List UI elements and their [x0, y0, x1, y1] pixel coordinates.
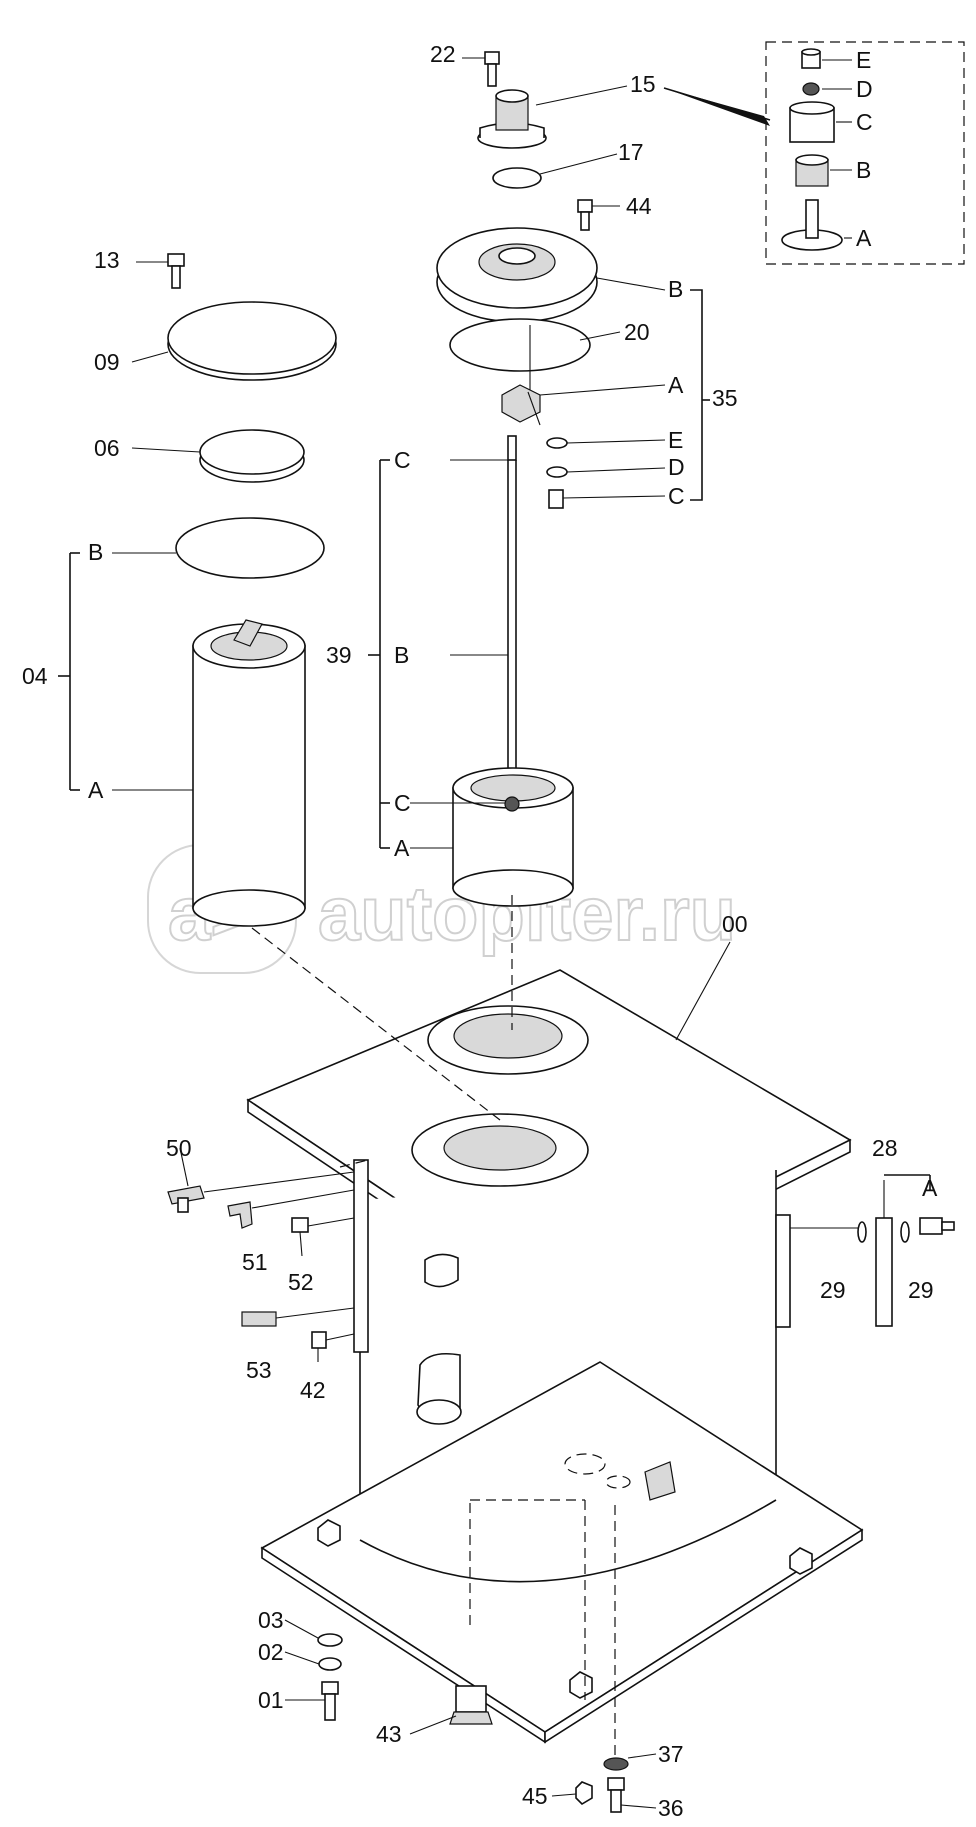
- part-39a-strainer: [410, 767, 574, 907]
- detail-pointer: [664, 88, 770, 126]
- bracket-04: [58, 552, 193, 791]
- label-43: 43: [376, 1721, 402, 1747]
- label-35-a: A: [668, 372, 684, 398]
- part-22-bolt: [462, 51, 500, 87]
- label-15-d: D: [856, 76, 873, 102]
- part-06-ring: [131, 429, 305, 483]
- label-17: 17: [618, 139, 644, 165]
- label-35-e: E: [668, 427, 683, 453]
- label-35-c: C: [668, 483, 685, 509]
- label-42: 42: [300, 1377, 326, 1403]
- part-35b-cover: [436, 227, 666, 323]
- label-15-a: A: [856, 225, 872, 251]
- part-00-tank: [246, 895, 864, 1760]
- label-03: 03: [258, 1607, 284, 1633]
- part-04b-gasket: [175, 517, 325, 579]
- label-20: 20: [624, 319, 650, 345]
- label-50: 50: [166, 1135, 192, 1161]
- label-13: 13: [94, 247, 120, 273]
- label-15-e: E: [856, 47, 871, 73]
- label-15-c: C: [856, 109, 873, 135]
- part-44-bolt: [577, 199, 620, 231]
- bracket-35: [690, 289, 710, 501]
- label-36: 36: [658, 1795, 684, 1821]
- label-44: 44: [626, 193, 652, 219]
- detail-15-inset: [663, 41, 965, 265]
- part-15-breather: [477, 85, 628, 149]
- part-04a-filter: [192, 619, 306, 927]
- label-39: 39: [326, 642, 352, 668]
- label-45: 45: [522, 1783, 548, 1809]
- label-29-right: 29: [908, 1277, 934, 1303]
- label-28: 28: [872, 1135, 898, 1161]
- part-35a-bracket: [501, 325, 666, 509]
- label-06: 06: [94, 435, 120, 461]
- label-15-b: B: [856, 157, 871, 183]
- label-39-c-bottom: C: [394, 790, 411, 816]
- label-39-a: A: [394, 835, 410, 861]
- label-02: 02: [258, 1639, 284, 1665]
- bracket-39: [368, 459, 390, 849]
- label-35-b: B: [668, 276, 683, 302]
- label-01: 01: [258, 1687, 284, 1713]
- part-17-gasket: [492, 153, 618, 189]
- parts-01-03: [284, 1619, 343, 1721]
- label-51: 51: [242, 1249, 268, 1275]
- part-29-rings: [790, 1221, 910, 1243]
- label-04: 04: [22, 663, 48, 689]
- label-29-left: 29: [820, 1277, 846, 1303]
- label-15: 15: [630, 71, 656, 97]
- label-04-a: A: [88, 777, 104, 803]
- label-22: 22: [430, 41, 456, 67]
- label-35-d: D: [668, 454, 685, 480]
- parts-36-37-45: [551, 1753, 657, 1813]
- label-04-b: B: [88, 539, 103, 565]
- label-53: 53: [246, 1357, 272, 1383]
- part-labels: 22 15 17 44 13 09 06 B 04 A B 20 A 35 E …: [22, 41, 938, 1821]
- side-fittings: [167, 1147, 369, 1362]
- part-20-gasket: [449, 318, 621, 372]
- part-13-bolt: [136, 253, 185, 289]
- label-39-b: B: [394, 642, 409, 668]
- part-39-rod: [450, 435, 517, 800]
- label-35: 35: [712, 385, 738, 411]
- label-00: 00: [722, 911, 748, 937]
- part-43-plug: [409, 1685, 493, 1735]
- label-39-c-top: C: [394, 447, 411, 473]
- label-37: 37: [658, 1741, 684, 1767]
- label-09: 09: [94, 349, 120, 375]
- part-28-gauge: [875, 1174, 955, 1327]
- part-09-cover: [131, 301, 337, 381]
- label-28-a: A: [922, 1175, 938, 1201]
- label-52: 52: [288, 1269, 314, 1295]
